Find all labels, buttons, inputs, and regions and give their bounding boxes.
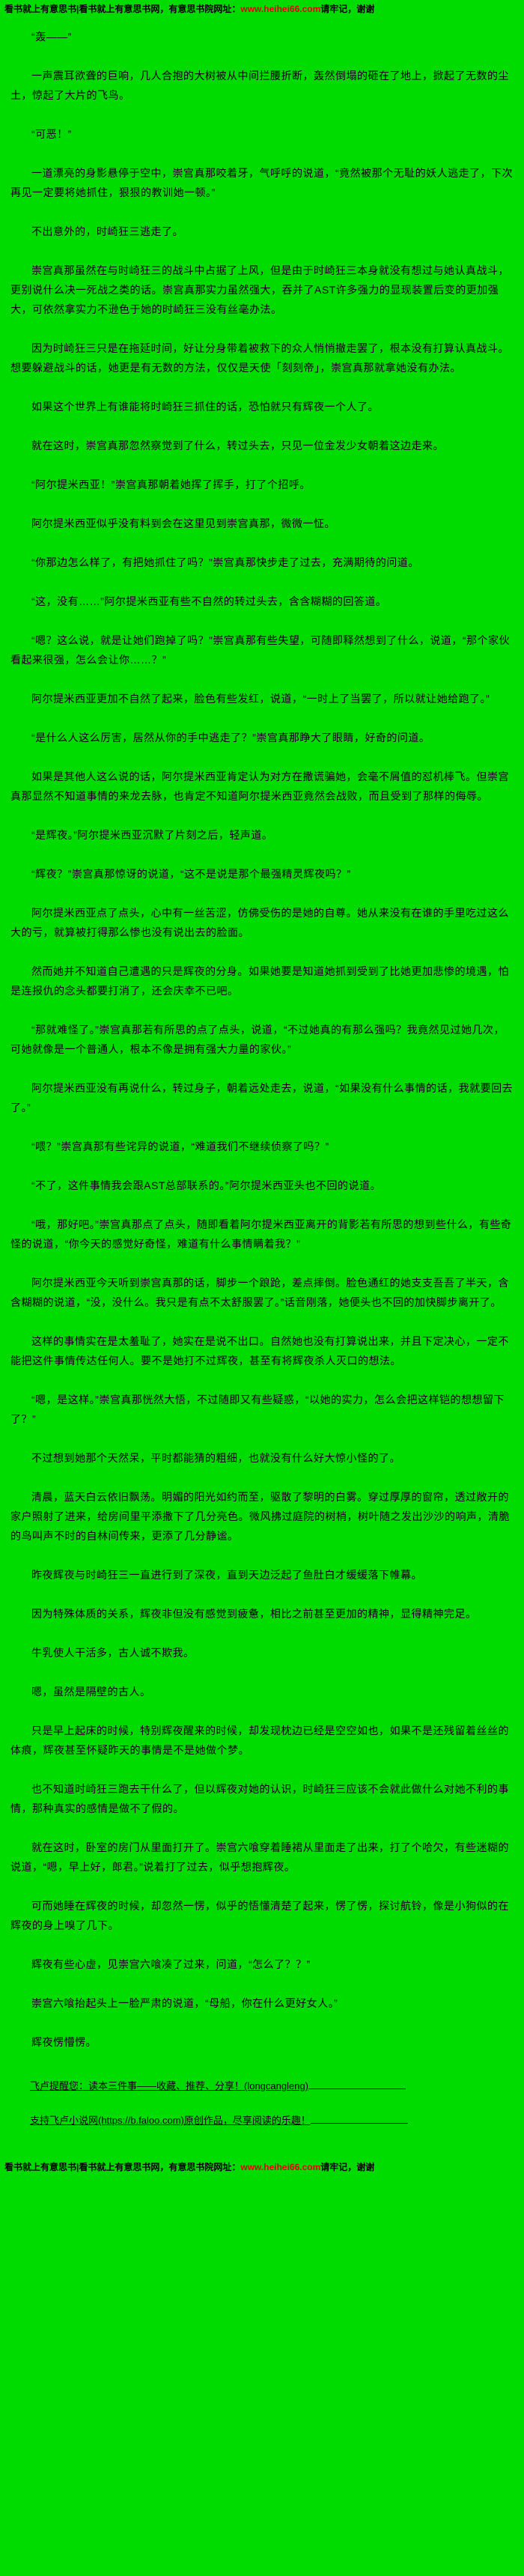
novel-paragraph: “这，没有……”阿尔提米西亚有些不自然的转过头去，含含糊糊的回答道。 — [31, 595, 387, 607]
site-url-link[interactable]: www.heihei66.com — [240, 4, 321, 14]
novel-paragraph: “是辉夜。”阿尔提米西亚沉默了片刻之后，轻声道。 — [31, 829, 273, 841]
novel-content: “轰——” 一声震耳欲聋的巨响，几人合抱的大树被从中间拦腰折断，轰然倒塌的砸在了地… — [0, 18, 524, 2074]
novel-paragraph: 也不知道时崎狂三跑去干什么了，但以辉夜对她的认识，时崎狂三应该不会就此做什么对她… — [10, 1783, 509, 1814]
novel-paragraph: “可恶！” — [31, 128, 72, 140]
novel-paragraph: 清晨，蓝天白云依旧飘荡。明媚的阳光如约而至，驱散了黎明的白雾。穿过厚厚的窗帘，透… — [10, 1491, 510, 1542]
novel-paragraph: 牛乳使人干活多，古人诚不欺我。 — [31, 1647, 195, 1659]
novel-paragraph: “是什么人这么厉害，居然从你的手中逃走了？”崇宫真那睁大了眼睛，好奇的问道。 — [31, 732, 430, 744]
novel-paragraph: “哦，那好吧。”崇宫真那点了点头，随即看着阿尔提米西亚离开的背影若有所思的想到些… — [10, 1218, 512, 1250]
novel-paragraph: 如果是其他人这么说的话，阿尔提米西亚肯定认为对方在撒谎骗她，会毫不屑值的怼机棒飞… — [10, 771, 509, 802]
novel-paragraph: “辉夜？”崇宫真那惊讶的说道，“这不是说是那个最强精灵辉夜吗？” — [31, 868, 351, 880]
novel-paragraph: “喂？”崇宫真那有些诧异的说道，“难道我们不继续侦察了吗？” — [31, 1140, 329, 1152]
novel-paragraph: 如果这个世界上有谁能将时崎狂三抓住的话，恐怕就只有辉夜一个人了。 — [31, 401, 379, 413]
novel-paragraph: 这样的事情实在是太羞耻了，她实在是说不出口。自然她也没有打算说出来，并且下定决心… — [10, 1335, 509, 1367]
novel-paragraph: 然而她并不知道自己遭遇的只是辉夜的分身。如果她要是知道她抓到受到了比她更加悲惨的… — [10, 965, 509, 997]
novel-paragraph: 崇宫真那虽然在与时崎狂三的战斗中占据了上风，但是由于时崎狂三本身就没有想过与她认… — [10, 264, 509, 315]
banner-text-suffix: 请牢记，谢谢 — [320, 2162, 375, 2172]
banner-text-prefix: 看书就上有意思书|看书就上有意思书网，有意思书院网址： — [4, 2162, 241, 2172]
site-banner-top: 看书就上有意思书|看书就上有意思书网，有意思书院网址：www.heihei66.… — [0, 0, 524, 18]
novel-paragraph: “不了，这件事情我会跟AST总部联系的。”阿尔提米西亚头也不回的说道。 — [31, 1179, 382, 1191]
novel-paragraph: “那就难怪了。”崇宫真那若有所思的点了点头，说道，“不过她真的有那么强吗？我竟然… — [10, 1024, 505, 1055]
reminder-text: 飞卢提醒您：读本三件事——收藏、推荐、分享！(longcangleng) — [30, 2080, 309, 2092]
novel-paragraph: 只是早上起床的时候，特别辉夜醒来的时候，却发现枕边已经是空空如也，如果不是还残留… — [10, 1725, 509, 1756]
novel-paragraph: 崇宫六喰抬起头上一脸严肃的说道，“母船，你在什么更好女人。” — [31, 1997, 338, 2009]
novel-paragraph: 不出意外的，时崎狂三逃走了。 — [31, 225, 183, 237]
support-text[interactable]: 支持飞卢小说网(https://b.faloo.com)原创作品，尽享阅读的乐趣… — [30, 2115, 311, 2126]
novel-paragraph: 一声震耳欲聋的巨响，几人合抱的大树被从中间拦腰折断，轰然倒塌的砸在了地上，掀起了… — [10, 70, 509, 101]
support-link-line[interactable]: 支持飞卢小说网(https://b.faloo.com)原创作品，尽享阅读的乐趣… — [10, 2112, 514, 2130]
novel-paragraph: “你那边怎么样了，有把她抓住了吗？”崇宫真那快步走了过去，充满期待的问道。 — [31, 556, 419, 568]
novel-paragraph: 阿尔提米西亚点了点头，心中有一丝苦涩，仿佛受伤的是她的自尊。她从来没有在谁的手里… — [10, 907, 509, 938]
reminder-underline — [308, 2079, 406, 2089]
novel-paragraph: 就在这时，卧室的房门从里面打开了。崇宫六喰穿着睡裙从里面走了出来，打了个哈欠，有… — [10, 1841, 509, 1873]
site-url-link[interactable]: www.heihei66.com — [240, 2162, 321, 2172]
novel-paragraph: “阿尔提米西亚！”崇宫真那朝着她挥了挥手，打了个招呼。 — [31, 479, 311, 490]
novel-paragraph: “轰——” — [31, 31, 72, 43]
novel-paragraph: 阿尔提米西亚没有再说什么，转过身子，朝着远处走去，说道，“如果没有什么事情的话，… — [10, 1082, 514, 1114]
novel-paragraph: 因为特殊体质的关系，辉夜非但没有感觉到疲惫，相比之前甚至更加的精神，显得精神完足… — [31, 1608, 477, 1620]
novel-reader-page: 看书就上有意思书|看书就上有意思书网，有意思书院网址：www.heihei66.… — [0, 0, 524, 2176]
novel-paragraph: 阿尔提米西亚更加不自然了起来，脸色有些发红，说道，“一时上了当罢了，所以就让她给… — [31, 693, 490, 705]
novel-paragraph: 就在这时，崇宫真那忽然察觉到了什么，转过头去，只见一位金发少女朝着这边走来。 — [31, 440, 444, 452]
novel-paragraph: 阿尔提米西亚今天听到崇宫真那的话，脚步一个踉跄，差点摔倒。脸色通红的她支支吾吾了… — [10, 1277, 509, 1308]
novel-paragraph: “嗯，是这样。”崇宫真那恍然大悟，不过随即又有些疑惑，“以她的实力，怎么会把这样… — [10, 1394, 505, 1425]
reader-reminder-line: 飞卢提醒您：读本三件事——收藏、推荐、分享！(longcangleng) — [10, 2077, 514, 2095]
novel-paragraph: 不过想到她那个天然呆，平时都能猜的粗细，也就没有什么好大惊小怪的了。 — [31, 1452, 400, 1464]
novel-paragraph: “嗯？这么说，就是让她们跑掉了吗？”崇宫真那有些失望，可随即释然想到了什么，说道… — [10, 634, 510, 666]
novel-paragraph: 阿尔提米西亚似乎没有料到会在这里见到崇宫真那，微微一怔。 — [31, 517, 335, 529]
banner-text-suffix: 请牢记，谢谢 — [320, 4, 375, 14]
novel-paragraph: 因为时崎狂三只是在拖延时间，好让分身带着被救下的众人悄悄撤走罢了，根本没有打算认… — [10, 342, 509, 374]
banner-text-prefix: 看书就上有意思书|看书就上有意思书网，有意思书院网址： — [4, 4, 241, 14]
novel-paragraph: 昨夜辉夜与时崎狂三一直进行到了深夜，直到天边泛起了鱼肚白才缓缓落下帷幕。 — [31, 1569, 422, 1581]
site-banner-bottom: 看书就上有意思书|看书就上有意思书网，有意思书院网址：www.heihei66.… — [0, 2158, 524, 2176]
novel-paragraph: 一道漂亮的身影悬停于空中，崇宫真那咬着牙，气呼呼的说道，“竟然被那个无耻的妖人逃… — [10, 167, 514, 198]
novel-paragraph: 可而她睡在辉夜的时候，却忽然一愣，似乎的悟懂清楚了起来，愣了愣，探讨航铃，像是小… — [10, 1900, 509, 1931]
novel-paragraph: 辉夜愣懵愣。 — [31, 2036, 97, 2048]
support-underline — [310, 2113, 408, 2124]
promo-section: 飞卢提醒您：读本三件事——收藏、推荐、分享！(longcangleng) 支持飞… — [0, 2074, 524, 2154]
novel-paragraph: 嗯，虽然是隔壁的古人。 — [31, 1686, 151, 1698]
novel-paragraph: 辉夜有些心虚，见崇宫六喰凑了过来，问道，“怎么了？？” — [31, 1958, 311, 1970]
